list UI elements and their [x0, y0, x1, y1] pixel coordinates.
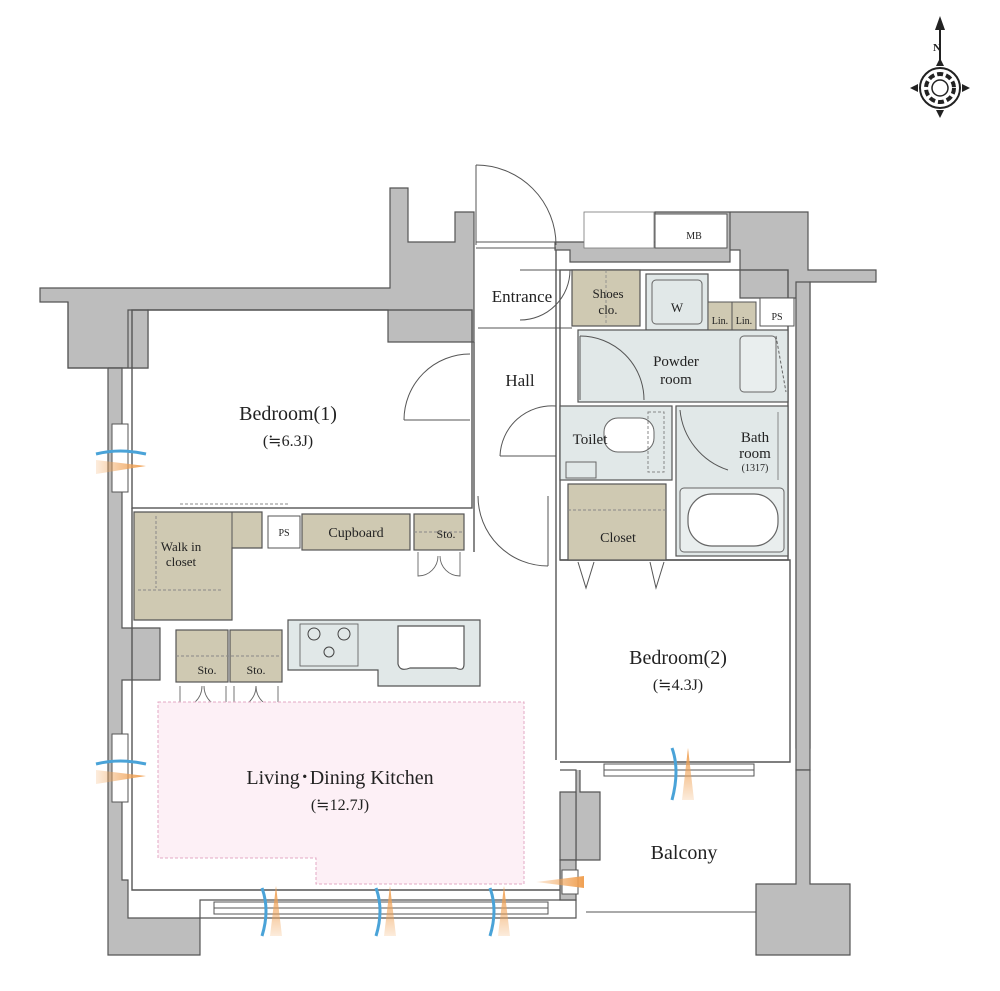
toilet-room: [499, 405, 673, 481]
sto-right-label: Sto.: [246, 663, 265, 677]
linen2-label: Lin.: [736, 316, 752, 327]
bedroom2-size: (≒4.3J): [653, 677, 703, 694]
walkin-closet: [133, 503, 288, 621]
washer-area: [645, 273, 709, 331]
entrance-door: [475, 164, 572, 329]
closet-label: Closet: [600, 531, 636, 546]
mb-label: MB: [686, 231, 702, 242]
mb-box: [583, 211, 728, 249]
bedroom2-name: Bedroom(2): [629, 647, 727, 669]
bath-label-line2: room: [739, 446, 771, 462]
storage-top: [413, 513, 465, 577]
toilet-label: Toilet: [573, 432, 609, 448]
entrance-label: Entrance: [492, 287, 552, 306]
powder-label-line2: room: [660, 372, 692, 388]
ldk-name: Living･Dining Kitchen: [246, 767, 433, 789]
shoes-label-line2: clo.: [598, 302, 617, 317]
shoes-label-line1: Shoes: [592, 286, 623, 301]
bedroom1-size: (≒6.3J): [263, 433, 313, 450]
walkin-label-line2: closet: [166, 554, 197, 569]
sto-left-label: Sto.: [197, 663, 216, 677]
linen1-label: Lin.: [712, 316, 728, 327]
compass-icon: [910, 16, 970, 118]
closet-bedroom2: [567, 483, 667, 590]
cupboard: [301, 513, 411, 551]
bath-label-line3: (1317): [742, 463, 769, 474]
ps-mid-label: PS: [278, 528, 289, 539]
linen-closets: [707, 301, 757, 331]
bedroom1-name: Bedroom(1): [239, 403, 337, 425]
ps-box-top: [759, 297, 795, 327]
shoes-closet: [571, 269, 641, 327]
bathroom: [675, 405, 789, 557]
washer-label: W: [671, 300, 684, 315]
cupboard-label: Cupboard: [328, 526, 383, 541]
powder-room: [577, 329, 789, 403]
compass-north-label: N: [933, 42, 941, 54]
bath-label-line1: Bath: [741, 430, 770, 446]
ps-box-mid: [267, 515, 301, 549]
walkin-label-line1: Walk in: [161, 539, 202, 554]
bedroom1-door: [403, 353, 471, 421]
kitchen-counter: [287, 619, 481, 687]
ldk-door: [477, 495, 549, 567]
ldk-area: [157, 701, 525, 885]
ldk-storage: [175, 629, 283, 709]
hall-label: Hall: [505, 371, 535, 390]
powder-label-line1: Powder: [653, 354, 699, 370]
airflow-arrows: [95, 449, 694, 937]
ldk-size: (≒12.7J): [311, 797, 369, 814]
sto-top-label: Sto.: [436, 527, 455, 541]
balcony-label: Balcony: [651, 842, 718, 864]
ps-top-label: PS: [771, 312, 782, 323]
